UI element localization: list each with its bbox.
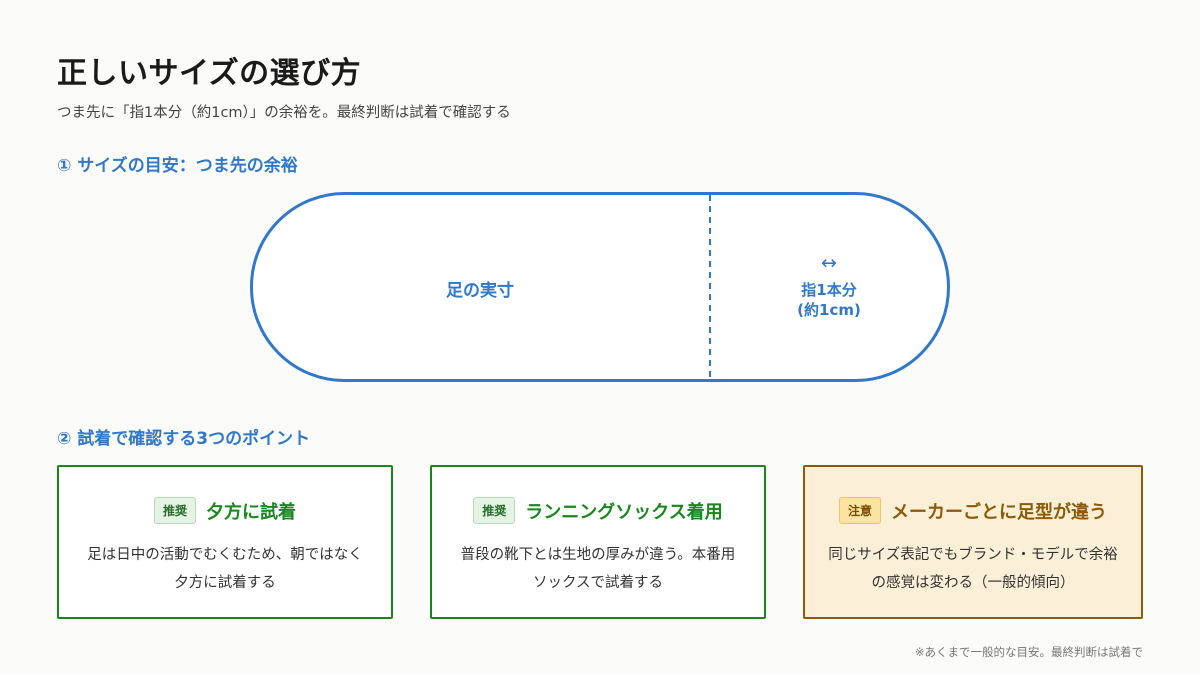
card-body: 足は日中の活動でむくむため、朝ではなく夕方に試着する — [87, 547, 363, 591]
card-header: 注意 メーカーごとに足型が違う — [805, 497, 1141, 524]
section-heading-size-guide: ① サイズの目安：つま先の余裕 — [57, 156, 298, 176]
foot-length-label: 足の実寸 — [446, 281, 514, 301]
page-title: 正しいサイズの選び方 — [57, 56, 362, 91]
card-body: 普段の靴下とは生地の厚みが違う。本番用ソックスで試着する — [460, 547, 736, 591]
card-header: 推奨 夕方に試着 — [59, 497, 391, 524]
foot-size-diagram: 足の実寸 ↔ 指1本分 (約1cm) — [250, 192, 950, 382]
section-heading-fitting-points: ② 試着で確認する3つのポイント — [57, 429, 311, 449]
foot-outline — [250, 192, 950, 382]
recommend-badge: 推奨 — [153, 497, 196, 524]
foot-outline-shape — [250, 192, 950, 382]
double-arrow-icon: ↔ — [821, 252, 837, 274]
card-body: 同じサイズ表記でもブランド・モデルで余裕の感覚は変わる（一般的傾向） — [828, 547, 1118, 591]
caution-badge: 注意 — [838, 497, 881, 524]
card-header: 推奨 ランニングソックス着用 — [432, 497, 764, 524]
toe-room-label-line1: 指1本分 — [801, 281, 857, 299]
point-card-brand-last-difference: 注意 メーカーごとに足型が違う 同じサイズ表記でもブランド・モデルで余裕の感覚は… — [803, 465, 1143, 619]
footnote: ※あくまで一般的な目安。最終判断は試着で — [914, 645, 1143, 659]
recommend-badge: 推奨 — [473, 497, 516, 524]
card-title: ランニングソックス着用 — [525, 501, 723, 523]
toe-room-area: ↔ 指1本分 (約1cm) — [710, 252, 948, 320]
point-card-running-socks: 推奨 ランニングソックス着用 普段の靴下とは生地の厚みが違う。本番用ソックスで試… — [430, 465, 766, 619]
card-title: メーカーごとに足型が違う — [891, 501, 1107, 523]
toe-room-label-line2: (約1cm) — [797, 301, 861, 319]
page-subtitle: つま先に「指1本分（約1cm）」の余裕を。最終判断は試着で確認する — [57, 105, 511, 121]
point-card-evening-fitting: 推奨 夕方に試着 足は日中の活動でむくむため、朝ではなく夕方に試着する — [57, 465, 393, 619]
card-title: 夕方に試着 — [206, 501, 296, 523]
